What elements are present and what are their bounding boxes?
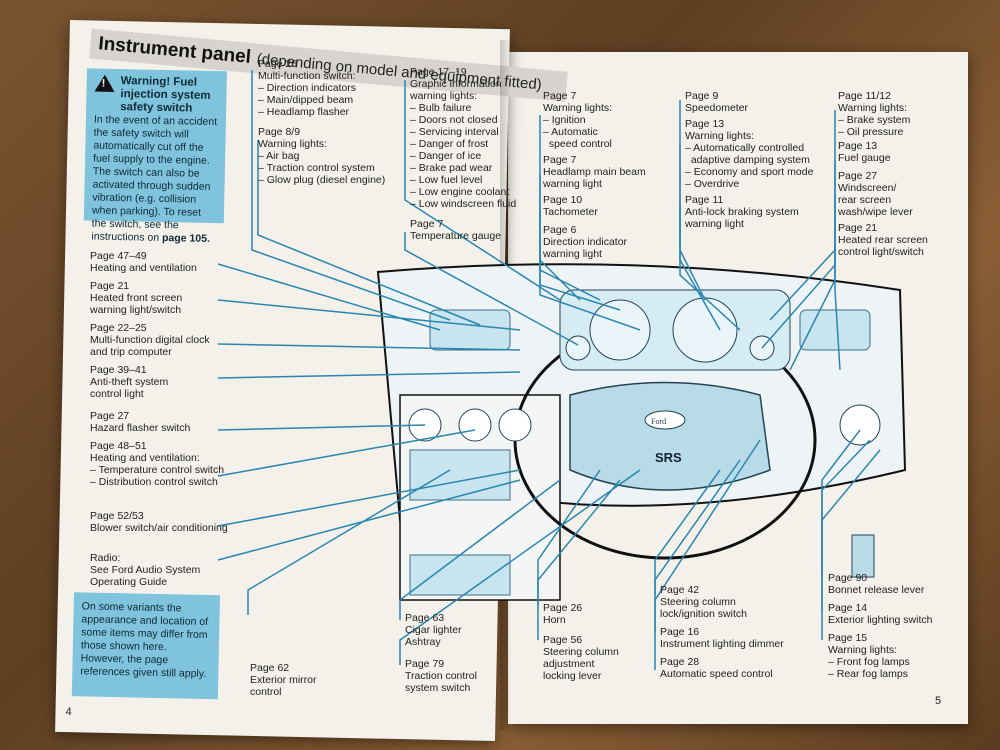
distribution-knob-icon (498, 408, 532, 442)
leader-lines (217, 70, 881, 670)
page-number-right: 5 (935, 695, 942, 707)
temperature-knob-icon (458, 408, 492, 442)
airbag-hub (569, 381, 771, 491)
left-air-vent (429, 309, 511, 351)
ashtray (409, 554, 511, 596)
speedometer-icon (672, 297, 738, 363)
srs-label: SRS (655, 450, 682, 465)
right-air-vent (799, 309, 871, 351)
bonnet-release-icon (851, 534, 875, 578)
light-switch-icon (839, 404, 881, 446)
ford-logo-text: Ford (651, 417, 666, 426)
ford-logo-icon (644, 410, 686, 430)
tachometer-icon (589, 299, 651, 361)
label-radio: Radio:See Ford Audio System Operating Gu… (90, 552, 201, 588)
